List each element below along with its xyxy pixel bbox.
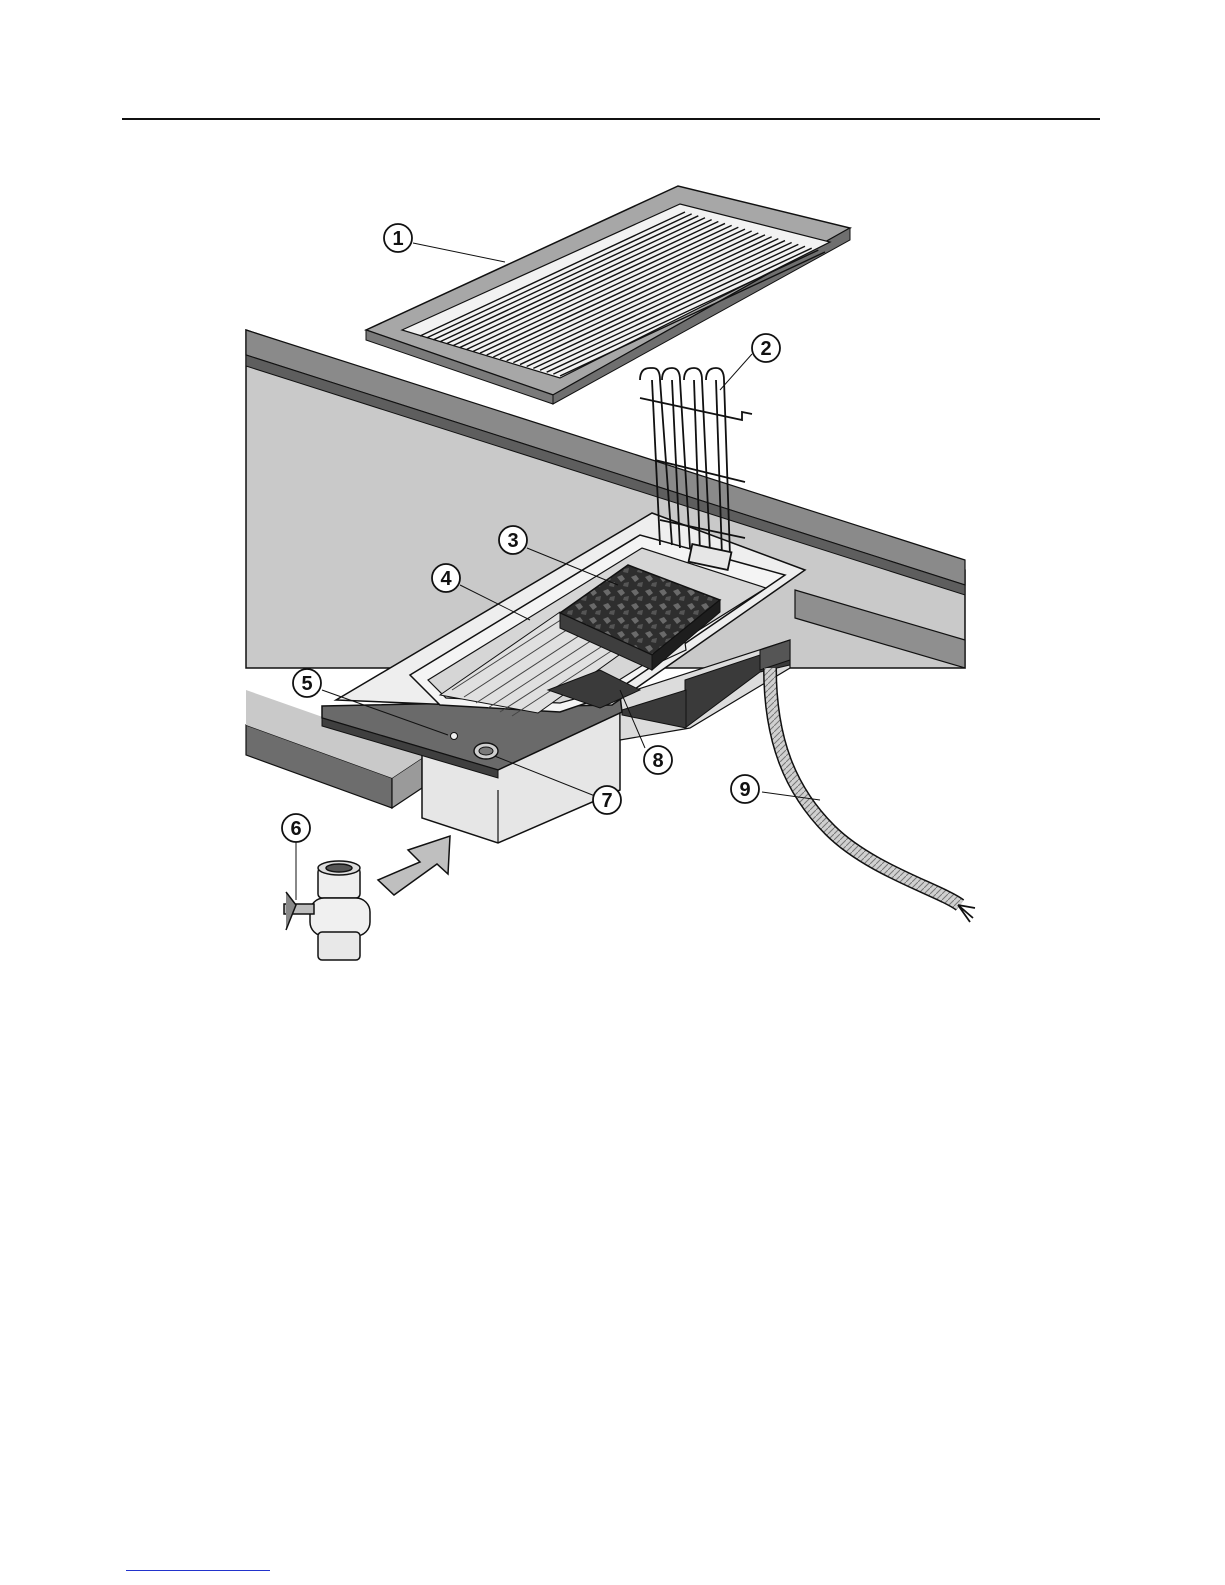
callout-label: 4 [440,568,452,590]
power-cable [770,668,975,922]
callout-8: 8 [644,746,672,774]
footer-link-underline [126,1570,270,1571]
drain-valve-knob[interactable] [474,743,498,759]
indicator-light [451,733,458,740]
callout-6: 6 [282,814,310,842]
callout-3: 3 [499,526,527,554]
callout-label: 6 [290,818,301,840]
callout-7: 7 [593,786,621,814]
callout-5: 5 [293,669,321,697]
callout-label: 5 [301,673,312,695]
callout-2: 2 [752,334,780,362]
callout-9: 9 [731,775,759,803]
callout-label: 9 [739,779,750,801]
ball-valve [284,861,370,960]
callout-label: 2 [760,338,771,360]
callout-1: 1 [384,224,412,252]
insertion-arrow [378,836,450,895]
grill-grate [366,186,850,404]
callout-label: 8 [652,750,663,772]
callout-label: 1 [392,228,403,250]
callout-4: 4 [432,564,460,592]
callout-label: 3 [507,530,518,552]
callout-label: 7 [601,790,612,812]
